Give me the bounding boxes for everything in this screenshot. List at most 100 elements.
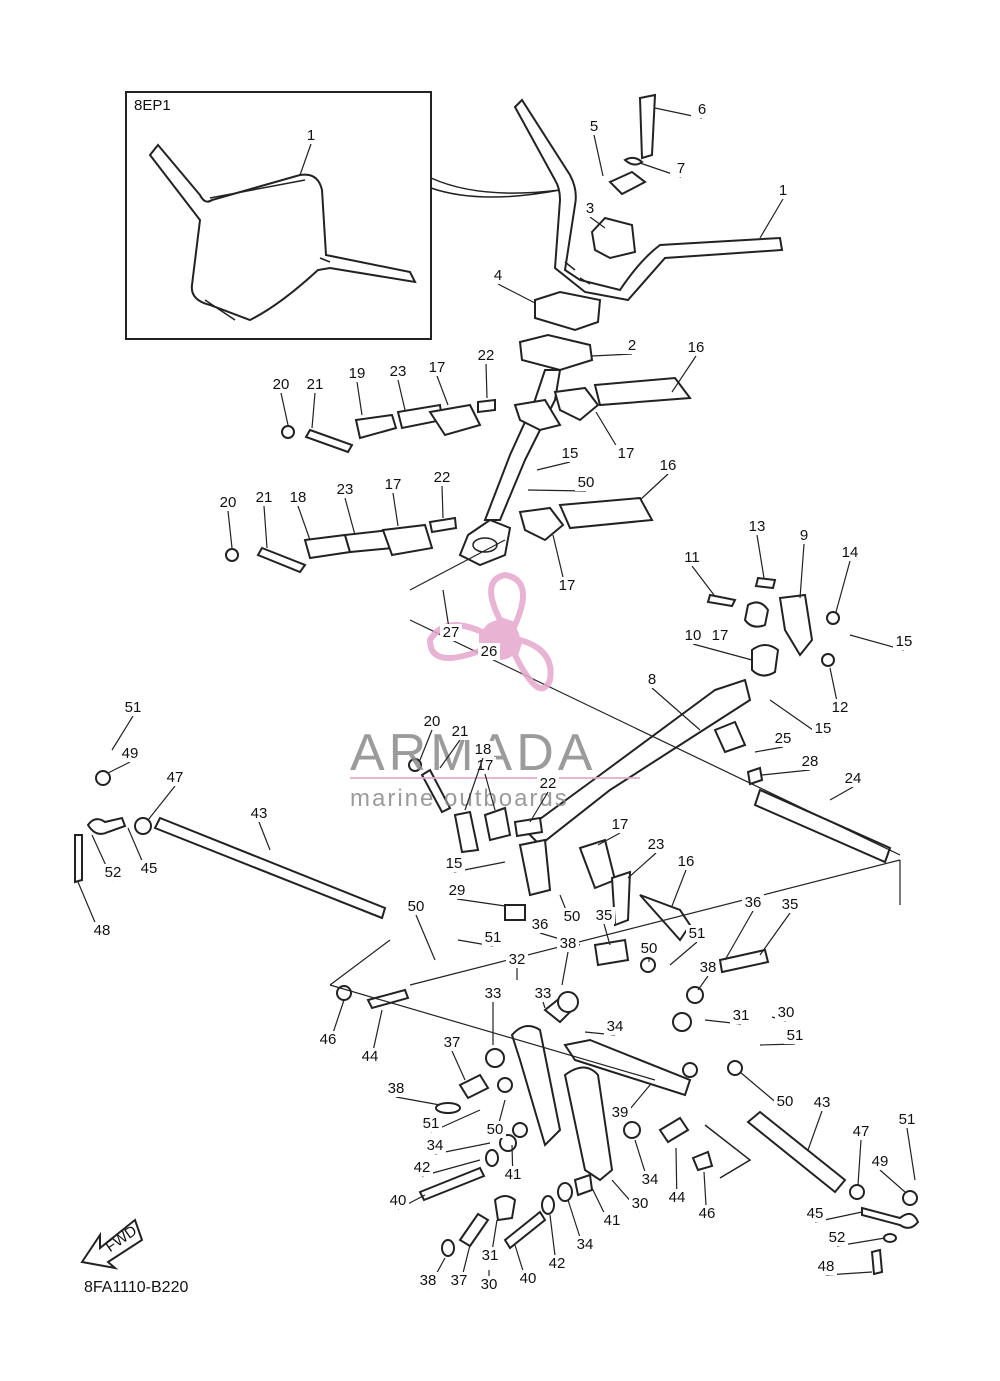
callout-c39: 39 (612, 1104, 629, 1121)
callout-backing (639, 1171, 661, 1188)
leader-line (419, 729, 433, 761)
callout-c49a: 49 (122, 745, 139, 762)
callout-c48a: 48 (94, 922, 111, 939)
callout-backing (253, 489, 275, 506)
callout-backing (484, 1121, 506, 1138)
leader-line (439, 739, 461, 769)
leader-line (756, 534, 765, 579)
callout-backing (621, 337, 643, 354)
callout-backing (91, 922, 113, 939)
callout-backing (475, 347, 497, 364)
callout-backing (583, 118, 605, 135)
callout-c18b: 18 (475, 741, 492, 758)
leader-line (906, 1127, 916, 1181)
callout-backing (772, 182, 794, 199)
callout-backing (709, 627, 731, 644)
leader-line (395, 1096, 441, 1106)
callout-c44b: 44 (669, 1189, 686, 1206)
callout-backing (896, 1111, 918, 1128)
callout-c52b: 52 (829, 1229, 846, 1246)
callout-c10: 10 (685, 627, 702, 644)
callout-backing (799, 753, 821, 770)
callout-backing (697, 959, 719, 976)
callout-backing (405, 898, 427, 915)
callout-backing (829, 699, 851, 716)
callout-backing (426, 359, 448, 376)
callout-c30b: 30 (632, 1195, 649, 1212)
callout-c17c: 17 (385, 476, 402, 493)
leader-line (807, 1110, 823, 1151)
callout-c2: 2 (628, 337, 636, 354)
callout-c16c: 16 (678, 853, 695, 870)
callout-backing (784, 1027, 806, 1044)
callout-backing (359, 1048, 381, 1065)
callout-backing (675, 853, 697, 870)
callout-c48b: 48 (818, 1258, 835, 1275)
callout-backing (440, 624, 462, 641)
upper-link-row-1 (281, 376, 692, 454)
callout-backing (670, 160, 692, 177)
callout-c46b: 46 (699, 1205, 716, 1222)
callout-c49b: 49 (872, 1153, 889, 1170)
callout-c17e: 17 (477, 757, 494, 774)
callout-backing (448, 1272, 470, 1289)
callout-backing (812, 720, 834, 737)
callout-c8: 8 (648, 671, 656, 688)
callout-backing (506, 951, 528, 968)
callout-c15b: 15 (815, 720, 832, 737)
callout-c7: 7 (677, 160, 685, 177)
callout-c4: 4 (494, 267, 502, 284)
callout-backing (779, 896, 801, 913)
leader-line (671, 355, 697, 393)
callout-backing (609, 816, 631, 833)
callout-backing (487, 267, 509, 284)
callout-c50d: 50 (487, 1121, 504, 1138)
callout-c42a: 42 (414, 1159, 431, 1176)
callout-c34b: 34 (427, 1137, 444, 1154)
leader-line (344, 497, 356, 536)
callout-backing (685, 339, 707, 356)
callout-c37b: 37 (451, 1272, 468, 1289)
handlebar (513, 98, 784, 302)
callout-c11: 11 (684, 549, 700, 566)
upper-link-row-2 (225, 496, 654, 574)
callout-c17g: 17 (712, 627, 729, 644)
callout-backing (532, 985, 554, 1002)
handlebar-clamp-parts (534, 93, 657, 332)
callout-backing (482, 929, 504, 946)
callout-c15a: 15 (562, 445, 579, 462)
callout-backing (811, 1094, 833, 1111)
leader-line (697, 975, 709, 991)
callout-backing (666, 1189, 688, 1206)
callout-c51b: 51 (485, 929, 502, 946)
callout-backing (629, 1195, 651, 1212)
leader-line (593, 134, 604, 177)
leader-line (111, 715, 134, 751)
callout-c34d: 34 (577, 1236, 594, 1253)
inset-title: 8EP1 (134, 97, 171, 114)
callout-c26: 26 (481, 643, 498, 660)
callout-backing (593, 907, 615, 924)
leader-line (311, 392, 316, 429)
leader-line (627, 852, 657, 879)
callout-c38b: 38 (700, 959, 717, 976)
callout-backing (119, 745, 141, 762)
callout-c22a: 22 (478, 347, 495, 364)
leader-line (147, 785, 176, 821)
leader-line (451, 1050, 466, 1081)
callout-backing (317, 1031, 339, 1048)
callout-backing (443, 855, 465, 872)
callout-c47a: 47 (167, 769, 184, 786)
callout-c6: 6 (698, 101, 706, 118)
callout-backing (730, 1007, 752, 1024)
callout-c21a: 21 (307, 376, 324, 393)
leader-line (436, 375, 449, 406)
callout-c45a: 45 (141, 860, 158, 877)
callout-c40b: 40 (520, 1270, 537, 1287)
callout-c20c: 20 (424, 713, 441, 730)
callout-c23c: 23 (648, 836, 665, 853)
callout-backing (839, 544, 861, 561)
callout-backing (446, 882, 468, 899)
drawing-code: 8FA1110-B220 (84, 1279, 188, 1296)
